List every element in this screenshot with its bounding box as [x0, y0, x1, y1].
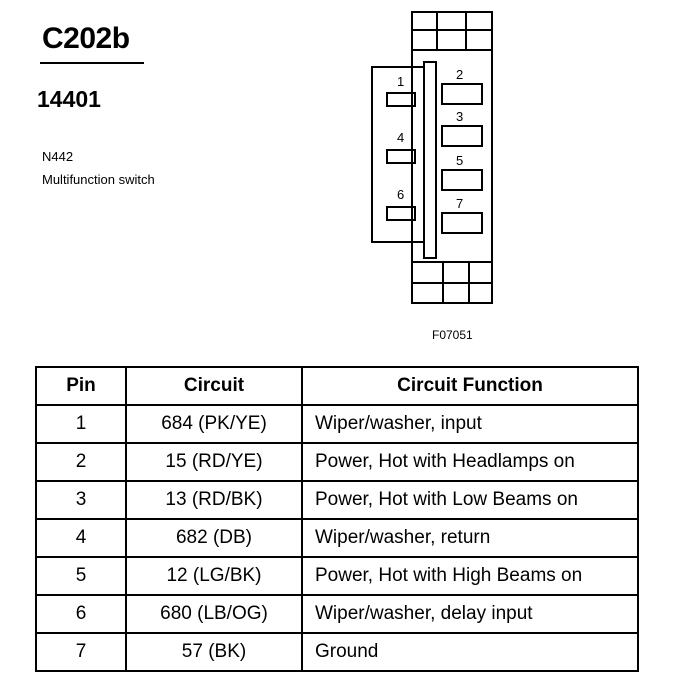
- locking-tab: [423, 61, 437, 259]
- cell-function: Ground: [301, 632, 639, 672]
- terminal-3: [441, 125, 483, 147]
- table-header-row: Pin Circuit Circuit Function: [35, 366, 639, 406]
- header-circuit-function: Circuit Function: [301, 366, 639, 406]
- table-row: 3 13 (RD/BK) Power, Hot with Low Beams o…: [35, 480, 639, 520]
- connector-id: C202b: [42, 22, 130, 55]
- cell-function: Wiper/washer, return: [301, 518, 639, 558]
- cell-function: Power, Hot with Low Beams on: [301, 480, 639, 520]
- pin-label-6: 6: [397, 187, 404, 202]
- table-row: 4 682 (DB) Wiper/washer, return: [35, 518, 639, 558]
- terminal-6: [386, 206, 416, 221]
- pin-label-7: 7: [456, 196, 463, 211]
- terminal-4: [386, 149, 416, 164]
- component-name: Multifunction switch: [42, 172, 155, 187]
- figure-code: F07051: [432, 328, 473, 342]
- cell-pin: 1: [35, 404, 127, 444]
- cell-function: Wiper/washer, input: [301, 404, 639, 444]
- cell-pin: 7: [35, 632, 127, 672]
- cell-pin: 5: [35, 556, 127, 596]
- pin-label-4: 4: [397, 130, 404, 145]
- header-circuit: Circuit: [125, 366, 303, 406]
- connector-face-diagram: 1 2 3 4 5 6 7: [371, 11, 493, 304]
- component-code: N442: [42, 149, 74, 164]
- terminal-2: [441, 83, 483, 105]
- cell-circuit: 13 (RD/BK): [125, 480, 303, 520]
- cell-circuit: 682 (DB): [125, 518, 303, 558]
- cell-circuit: 12 (LG/BK): [125, 556, 303, 596]
- terminal-7: [441, 212, 483, 234]
- cell-pin: 3: [35, 480, 127, 520]
- cell-pin: 4: [35, 518, 127, 558]
- cell-circuit: 57 (BK): [125, 632, 303, 672]
- terminal-5: [441, 169, 483, 191]
- cell-function: Power, Hot with Headlamps on: [301, 442, 639, 482]
- cell-circuit: 684 (PK/YE): [125, 404, 303, 444]
- table-row: 6 680 (LB/OG) Wiper/washer, delay input: [35, 594, 639, 634]
- pin-table: Pin Circuit Circuit Function 1 684 (PK/Y…: [35, 366, 639, 672]
- cell-function: Power, Hot with High Beams on: [301, 556, 639, 596]
- part-number: 14401: [37, 86, 101, 112]
- cell-pin: 6: [35, 594, 127, 634]
- table-row: 2 15 (RD/YE) Power, Hot with Headlamps o…: [35, 442, 639, 482]
- table-row: 1 684 (PK/YE) Wiper/washer, input: [35, 404, 639, 444]
- connector-housing: [411, 11, 493, 304]
- title-underline: [40, 62, 144, 64]
- cell-function: Wiper/washer, delay input: [301, 594, 639, 634]
- cell-circuit: 15 (RD/YE): [125, 442, 303, 482]
- pin-label-2: 2: [456, 67, 463, 82]
- table-row: 5 12 (LG/BK) Power, Hot with High Beams …: [35, 556, 639, 596]
- pin-label-1: 1: [397, 74, 404, 89]
- table-row: 7 57 (BK) Ground: [35, 632, 639, 672]
- header-pin: Pin: [35, 366, 127, 406]
- pin-label-5: 5: [456, 153, 463, 168]
- terminal-1: [386, 92, 416, 107]
- pin-label-3: 3: [456, 109, 463, 124]
- cell-circuit: 680 (LB/OG): [125, 594, 303, 634]
- cell-pin: 2: [35, 442, 127, 482]
